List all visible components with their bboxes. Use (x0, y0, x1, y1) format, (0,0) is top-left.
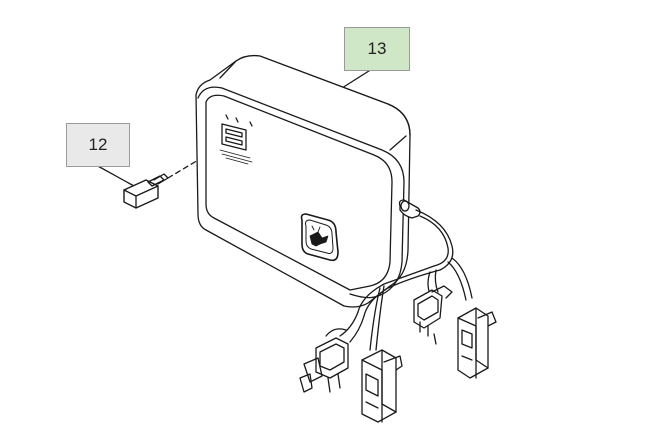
connector-left-lower (361, 349, 403, 423)
connector-left-upper (299, 328, 349, 393)
leader-line-12 (95, 164, 135, 187)
cable-assembly (339, 199, 473, 351)
leader-line-13 (341, 68, 373, 89)
fuse-socket (219, 114, 253, 165)
fuse-part (123, 173, 169, 209)
controller-housing (195, 54, 411, 308)
connector-right-lower (457, 307, 497, 379)
callout-12-label: 12 (88, 135, 108, 154)
callout-13-label: 13 (367, 39, 387, 58)
connector-right-upper (413, 285, 453, 345)
deer-logo-icon (300, 213, 339, 262)
callout-12: 12 (66, 123, 130, 167)
callout-13: 13 (344, 27, 410, 71)
front-panel (205, 94, 393, 291)
